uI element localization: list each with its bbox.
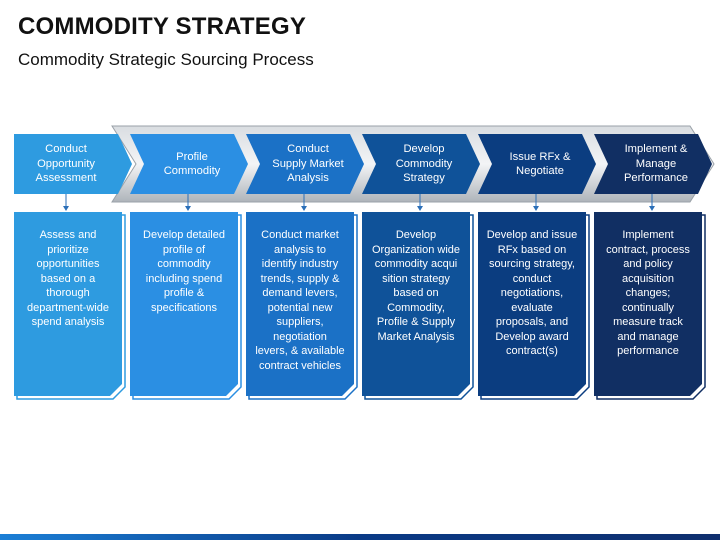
step-title-5: Issue RFx & Negotiate [509,150,571,178]
step-description-2: Develop detailed profile of commodity in… [143,229,225,314]
connector-arrow-4 [417,206,423,211]
connector-arrow-5 [533,206,539,211]
step-description-3: Conduct market analysis to identify indu… [255,229,345,372]
chevron-step-1 [14,134,132,194]
chevron-step-3 [246,134,364,194]
step-title-4: Develop Commodity Strategy [395,143,453,185]
chevron-step-4 [362,134,480,194]
step-description-1: Assess and prioritize opportunities base… [27,229,109,328]
connector-arrow-1 [63,206,69,211]
description-box-4 [362,212,470,396]
step-title-2: Profile Commodity [163,150,221,178]
description-box-1 [14,212,122,396]
page-title: COMMODITY STRATEGY [18,13,307,40]
chevron-step-5 [478,134,596,194]
step-description-5: Develop and issue RFx based on sourcing … [486,229,578,357]
connector-arrow-2 [185,206,191,211]
step-description-4: Develop Organization wide commodity acqu… [371,229,461,343]
description-box-3 [246,212,354,396]
connector-arrow-6 [649,206,655,211]
description-box-6 [594,212,702,396]
step-description-6: Implement contract, process and policy a… [606,229,690,357]
chevron-step-6 [594,134,712,194]
step-title-6: Implement & Manage Performance [623,143,689,185]
step-title-3: Conduct Supply Market Analysis [272,143,344,185]
description-box-5 [478,212,586,396]
chevron-step-2 [130,134,248,194]
page-subtitle: Commodity Strategic Sourcing Process [18,50,314,69]
description-box-2 [130,212,238,396]
connector-arrow-3 [301,206,307,211]
bottom-accent-bar [0,534,720,540]
step-title-1: Conduct Opportunity Assessment [35,143,97,185]
